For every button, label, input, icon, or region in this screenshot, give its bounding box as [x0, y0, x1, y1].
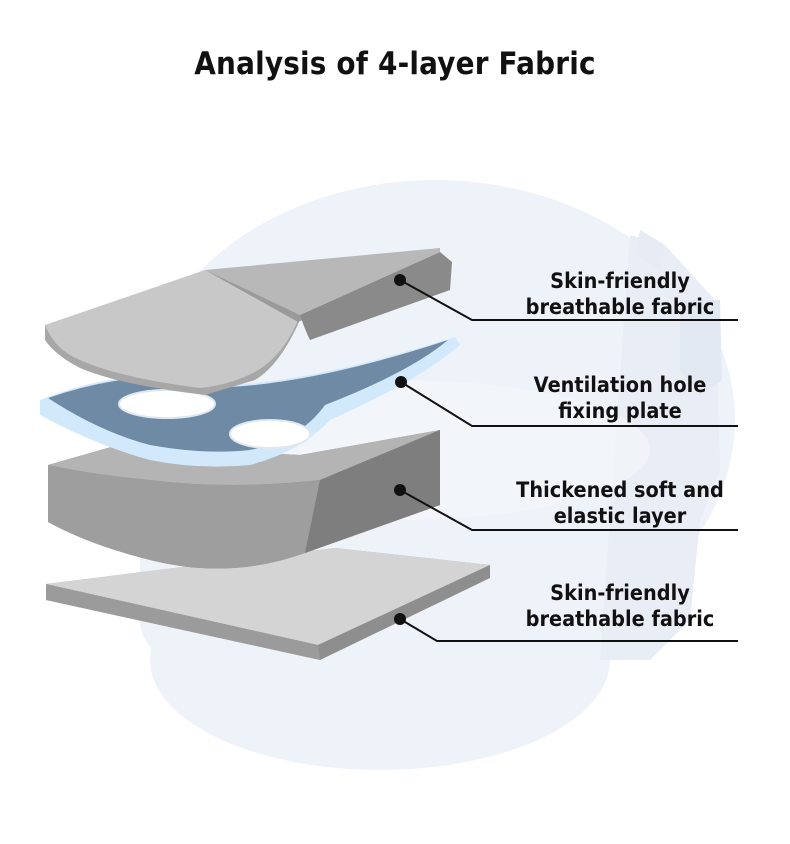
- label-fixing-plate-line1: Ventilation hole: [533, 373, 707, 397]
- label-top-fabric-line2: breathable fabric: [525, 295, 715, 319]
- label-foam-line1: Thickened soft and: [516, 478, 724, 502]
- leader-line-1: [399, 279, 738, 321]
- label-bottom-fabric-line1: Skin-friendly: [550, 581, 690, 605]
- label-fixing-plate-line2: fixing plate: [558, 399, 682, 423]
- label-foam-line2: elastic layer: [553, 504, 687, 528]
- leader-line-4: [399, 618, 738, 642]
- leader-lines: [394, 274, 738, 642]
- label-foam: Thickened soft and elastic layer: [514, 477, 726, 529]
- leader-line-2: [400, 381, 738, 427]
- leader-line-3: [399, 489, 738, 531]
- layer-bottom-fabric: [46, 548, 490, 660]
- layer-foam: [48, 430, 440, 569]
- layer-top-fabric: [45, 248, 452, 395]
- diagram-title: Analysis of 4-layer Fabric: [194, 46, 596, 82]
- label-bottom-fabric: Skin-friendly breathable fabric: [514, 580, 726, 632]
- layer-fixing-plate: [40, 337, 460, 467]
- label-fixing-plate: Ventilation hole fixing plate: [514, 372, 726, 424]
- label-bottom-fabric-line2: breathable fabric: [525, 607, 715, 631]
- label-top-fabric: Skin-friendly breathable fabric: [514, 268, 726, 320]
- label-top-fabric-line1: Skin-friendly: [550, 269, 690, 293]
